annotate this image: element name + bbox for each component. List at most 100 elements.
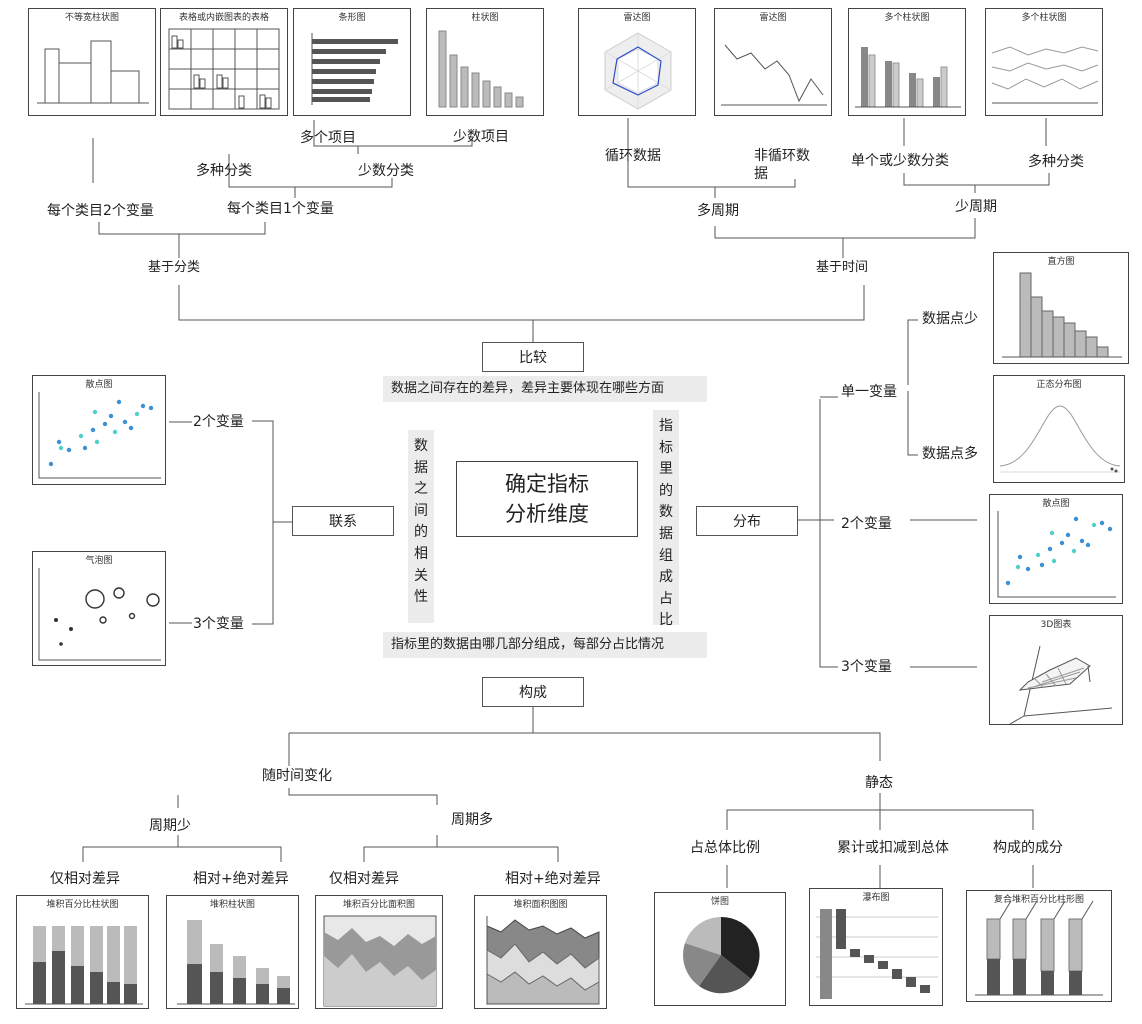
scatter-dot (1079, 538, 1085, 544)
label-many-items: 多个项目 (300, 130, 356, 146)
thumb-radar-line: 雷达图 (714, 8, 832, 116)
vertical-char: 标 (659, 439, 673, 456)
node-relation[interactable]: 联系 (292, 506, 394, 536)
thumb-title: 不等宽柱状图 (64, 13, 119, 23)
thumb-title: 直方图 (1047, 257, 1075, 267)
scatter-dot (1065, 532, 1071, 538)
thumb-title: 堆积百分比面积图 (342, 900, 415, 910)
label-relation-two-vars: 2个变量 (193, 414, 244, 430)
scatter-dot (140, 403, 146, 409)
vertical-char: 占 (659, 590, 673, 607)
stacked-area-icon (486, 916, 600, 1005)
scatter-dot (1017, 554, 1023, 560)
scatter-dot (90, 427, 96, 433)
stacked-percent-column-icon (25, 926, 143, 1005)
thumb-pie: 饼图 (654, 892, 786, 1006)
vertical-char: 组 (659, 547, 673, 564)
compound-stacked-column-icon (975, 900, 1103, 996)
scatter-dot (1091, 522, 1097, 528)
vertical-char: 指 (659, 418, 673, 434)
label-single-var: 单一变量 (841, 384, 897, 400)
scatter-dot (1035, 552, 1041, 558)
label-single-or-few-categories: 单个或少数分类 (851, 153, 949, 169)
label-two-vars-per-item: 每个类目2个变量 (47, 203, 154, 219)
label-by-category: 基于分类 (148, 260, 201, 275)
scatter-dot (1107, 526, 1113, 532)
vertical-char: 据 (659, 525, 673, 542)
scatter-dot (56, 439, 62, 445)
stacked-percent-area-icon (323, 915, 437, 1007)
vertical-char: 据 (414, 459, 428, 476)
thumb-title: 饼图 (710, 897, 729, 907)
scatter-dot (116, 399, 122, 405)
column-chart-icon (438, 30, 524, 108)
label-many-periods: 多周期 (697, 203, 739, 219)
thumb-title: 多个柱状图 (1021, 13, 1067, 23)
vertical-char: 关 (414, 567, 428, 584)
normal-distribution-icon (999, 405, 1121, 473)
scatter-dot (1049, 530, 1055, 536)
vertical-char: 数 (659, 504, 673, 521)
scatter-dist-icon (997, 511, 1116, 598)
thumb-title: 正态分布图 (1036, 380, 1082, 390)
node-compare[interactable]: 比较 (482, 342, 584, 372)
thumb-stacked-pct-column: 堆积百分比柱状图 (16, 895, 149, 1009)
label-static: 静态 (865, 775, 893, 791)
thumb-3d-chart: 3D图表 (989, 615, 1123, 725)
multi-column-icon (855, 47, 961, 108)
node-composition[interactable]: 构成 (482, 677, 584, 707)
thumb-multi-column: 多个柱状图 (848, 8, 966, 116)
thumb-title: 雷达图 (623, 13, 651, 23)
scatter-dot (48, 461, 54, 467)
label-few-periods-comp: 周期少 (149, 818, 191, 834)
thumb-bar: 条形图 (293, 8, 411, 116)
line-chart-icon (721, 44, 827, 106)
scatter-dot (1047, 546, 1053, 552)
scatter-relation-icon (38, 392, 161, 479)
scatter-dot (82, 445, 88, 451)
thumb-radar: 雷达图 (578, 8, 696, 116)
thumb-title: 柱状图 (471, 13, 499, 23)
surface-3d-icon (1009, 645, 1113, 724)
thumb-stacked-area: 堆积面积图图 (474, 895, 607, 1009)
table-embedded-icon (168, 28, 280, 110)
thumb-title: 3D图表 (1040, 620, 1072, 630)
label-few-categories: 少数分类 (358, 163, 414, 179)
vertical-char: 的 (659, 482, 673, 499)
label-relative-only-1: 仅相对差异 (50, 871, 120, 887)
scatter-dot (1039, 562, 1045, 568)
label-few-periods: 少周期 (955, 199, 997, 215)
thumb-title: 瀑布图 (862, 893, 890, 903)
scatter-dot (92, 409, 98, 415)
label-rel-abs-2: 相对+绝对差异 (505, 871, 601, 887)
thumb-title: 多个柱状图 (884, 13, 930, 23)
vertical-char: 成 (659, 569, 673, 586)
thumb-title: 散点图 (85, 380, 113, 390)
variable-width-column-icon (37, 40, 149, 104)
relation-vertical-description: 数据之间的相关性 (408, 430, 434, 623)
composition-description: 指标里的数据由哪几部分组成，每部分占比情况 (383, 632, 707, 658)
pie-chart-icon (683, 916, 760, 994)
label-rel-abs-1: 相对+绝对差异 (193, 871, 289, 887)
multi-line-icon (991, 46, 1099, 104)
thumb-column: 柱状图 (426, 8, 544, 116)
scatter-dot (1005, 580, 1011, 586)
label-many-points: 数据点多 (922, 446, 978, 462)
label-multi-categories: 多种分类 (1028, 154, 1084, 170)
label-many-categories: 多种分类 (196, 163, 252, 179)
thumb-title: 雷达图 (759, 13, 787, 23)
label-components: 构成的成分 (993, 840, 1063, 856)
scatter-dot (128, 425, 134, 431)
scatter-dot (148, 405, 154, 411)
thumb-table-embedded: 表格或内嵌图表的表格 (160, 8, 288, 116)
node-distribution[interactable]: 分布 (696, 506, 798, 536)
thumb-bubble: 气泡图 (32, 551, 166, 666)
thumb-scatter-dist: 散点图 (989, 494, 1123, 604)
scatter-dot (1015, 564, 1021, 570)
bubble-chart-icon (38, 568, 161, 661)
scatter-dot (78, 433, 84, 439)
thumb-multi-line: 多个柱状图 (985, 8, 1103, 116)
thumb-title: 表格或内嵌图表的表格 (178, 13, 269, 23)
label-cyclic: 循环数据 (605, 148, 661, 164)
